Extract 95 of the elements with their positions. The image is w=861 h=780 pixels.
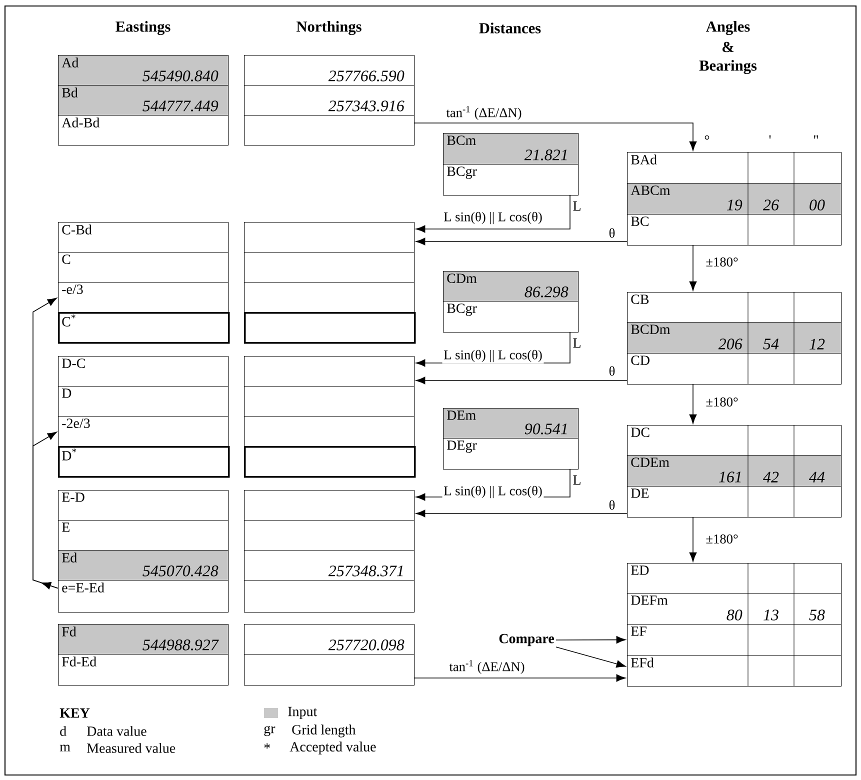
table-row (244, 282, 415, 313)
key-text: Data value (87, 726, 146, 736)
table-row: BCm 21.821 (443, 133, 579, 165)
table-row: Fd 544988.927 (58, 624, 229, 655)
table-row: DEgr (443, 438, 579, 470)
column-header: Angles (706, 20, 750, 35)
table-row (244, 312, 416, 344)
arrow (689, 517, 697, 562)
column-header: Distances (479, 22, 541, 34)
edge-label: L sin(θ) || L cos(θ) (442, 210, 544, 226)
table-row: 257343.916 (244, 85, 415, 116)
arrow (689, 384, 697, 424)
arrow (416, 376, 628, 384)
column-header: Eastings (116, 20, 170, 35)
table-row: BCgr (443, 164, 579, 196)
table-row (244, 416, 415, 447)
table-row: D$^{*}$ (58, 446, 230, 478)
arrow (32, 432, 58, 590)
table-row: ED (627, 562, 842, 594)
key-text: Grid length (292, 724, 356, 738)
table-row (244, 115, 415, 146)
unit-symbol: ' (769, 135, 771, 139)
table-row: BCDm 206 54 12 (627, 322, 842, 354)
table-row: C$^{*}$ (58, 312, 230, 344)
table-row: -2e/3 (58, 416, 229, 447)
arrow (414, 122, 697, 151)
table-row: Ad 545490.840 (58, 55, 229, 86)
column-header: Northings (296, 20, 362, 35)
edge-label: θ (607, 498, 617, 512)
edge-label: ±180° (704, 256, 740, 268)
edge-label: ±180° (704, 396, 740, 408)
table-row: 257720.098 (244, 624, 415, 655)
table-row: 257348.371 (244, 550, 415, 581)
table-row: DEFm 80 13 58 (627, 592, 842, 625)
arrow (556, 636, 626, 644)
arrow (414, 674, 626, 682)
table-row: DE (627, 486, 842, 518)
arrow (689, 245, 697, 291)
table-row: ABCm 19 26 00 (627, 182, 842, 215)
table-row (244, 386, 415, 417)
edge-label: θ (607, 364, 617, 378)
table-row (244, 356, 415, 387)
table-row: 257766.590 (244, 55, 415, 86)
table-row (244, 446, 416, 478)
compare-label: Compare (499, 634, 554, 646)
key-letter: m (60, 744, 70, 752)
table-row: D (58, 386, 229, 417)
unit-symbol: ° (704, 135, 710, 140)
edge-label: tan$^{-1}$ (ΔE/ΔN) (448, 658, 526, 676)
table-row (244, 520, 415, 551)
key-letter: d (60, 726, 66, 736)
table-row: e=E-Ed (58, 580, 229, 613)
arrow (416, 195, 570, 233)
table-row (244, 490, 415, 521)
key-letter: * (264, 743, 270, 749)
table-row: -e/3 (58, 282, 229, 313)
line-label: L (573, 201, 580, 211)
key-heading: KEY (60, 708, 90, 718)
edge-label: tan$^{-1}$ (ΔE/ΔN) (444, 104, 524, 122)
table-row: Ed 545070.428 (58, 550, 229, 581)
arrow (416, 238, 628, 246)
key-text: Accepted value (290, 742, 376, 754)
edge-label: L sin(θ) || L cos(θ) (442, 348, 544, 364)
column-header: Bearings (699, 60, 757, 74)
table-row: Ad-Bd (58, 115, 229, 146)
table-row (244, 654, 415, 686)
line-label: L (573, 475, 580, 485)
table-row (244, 252, 415, 283)
table-row: BCgr (443, 301, 579, 333)
line-label: L (573, 338, 580, 348)
table-row: DEm 90.541 (443, 408, 579, 439)
table-row: CDEm 161 42 44 (627, 454, 842, 487)
arrow (556, 646, 626, 668)
table-row: CDm 86.298 (443, 271, 579, 302)
legend-text: Input (288, 706, 318, 720)
arrow (416, 510, 628, 518)
table-row: D-C (58, 356, 229, 387)
table-row: EFd (627, 654, 842, 687)
table-row: BC (627, 214, 842, 246)
table-row (244, 580, 415, 613)
key-text: Measured value (87, 743, 176, 753)
table-row: Fd-Ed (58, 654, 229, 686)
column-header: & (722, 42, 734, 52)
table-row: CD (627, 352, 842, 385)
table-row: C (58, 252, 229, 283)
table-row: EF (627, 624, 842, 656)
edge-label: L sin(θ) || L cos(θ) (442, 484, 544, 500)
table-row: C-Bd (58, 222, 229, 253)
table-row (244, 222, 415, 253)
unit-symbol: " (814, 135, 818, 139)
edge-label: θ (607, 226, 617, 240)
key-letter: gr (264, 726, 276, 736)
edge-label: ±180° (704, 533, 740, 545)
table-row: E-D (58, 490, 229, 521)
table-row: Bd 544777.449 (58, 85, 229, 116)
